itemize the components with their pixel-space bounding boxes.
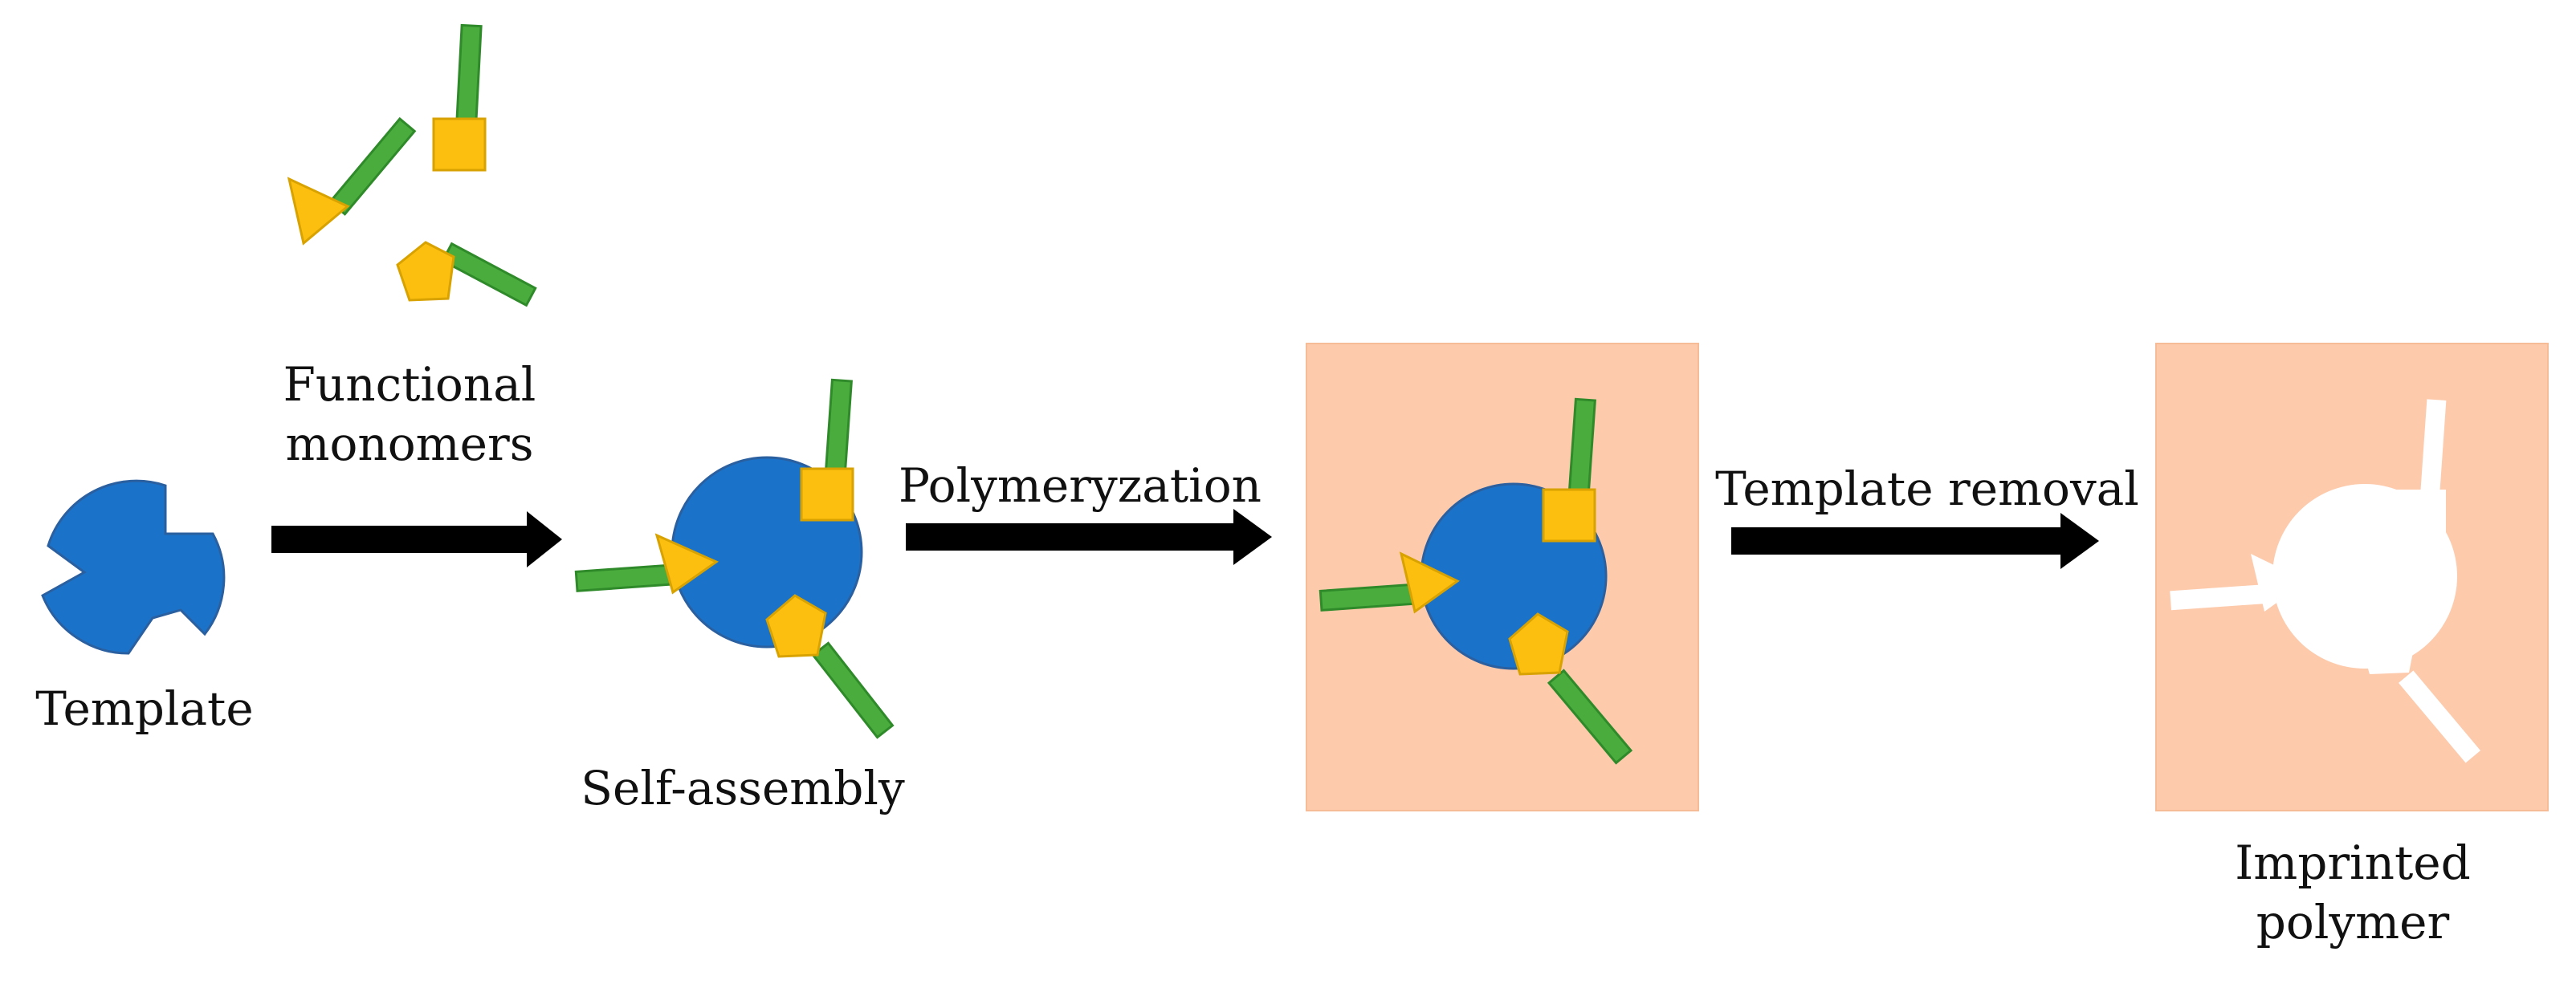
triangle-monomer-icon <box>287 116 417 246</box>
right-arrow-icon <box>906 509 1272 565</box>
functional-monomers-label-line2: monomers <box>285 417 534 471</box>
right-arrow-icon <box>1731 513 2099 569</box>
imprinted-polymer-cavity <box>2155 343 2549 811</box>
template-removal-label: Template removal <box>1715 461 2139 516</box>
self-assembly-label: Self-assembly <box>581 761 905 815</box>
template-label: Template <box>35 681 254 736</box>
polymerization-label: Polymeryzation <box>899 458 1262 513</box>
functional-monomers-label-line1: Functional <box>283 357 536 412</box>
right-arrow-icon <box>271 511 562 567</box>
template-shape-icon <box>41 479 226 655</box>
square-monomer-icon <box>432 23 487 172</box>
imprinted-polymer-label-line2: polymer <box>2256 895 2450 949</box>
pentagon-monomer-icon <box>396 241 537 307</box>
imprinted-polymer-label-line1: Imprinted <box>2235 836 2471 890</box>
polymer-complex <box>1306 343 1699 811</box>
self-assembly-complex <box>574 378 895 739</box>
imprinted-polymer-label: Imprinted polymer <box>2232 833 2473 952</box>
functional-monomers-label: Functional monomers <box>273 355 546 474</box>
